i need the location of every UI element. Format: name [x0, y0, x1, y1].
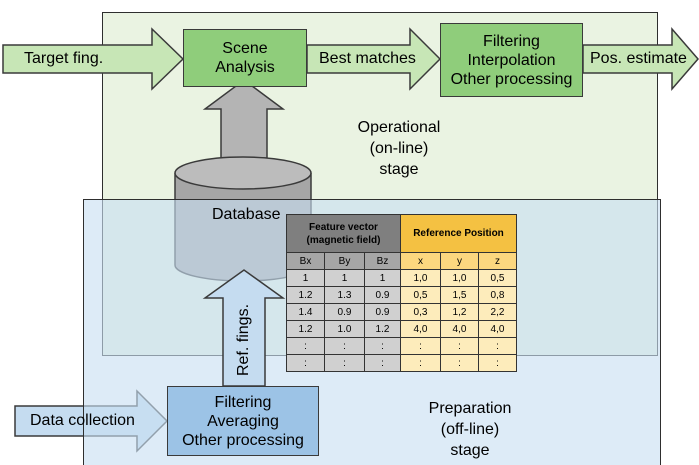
table-cell: :	[440, 337, 479, 355]
table-cell: 1	[324, 269, 365, 287]
column-header: By	[324, 252, 365, 270]
table-cell: 1.3	[324, 286, 365, 304]
operational-stage-label: Operational (on-line) stage	[357, 119, 441, 178]
table-row: : : : : : :	[286, 337, 517, 355]
reference-fingerprints-arrow	[202, 269, 286, 387]
data-collection-label: Data collection	[30, 412, 135, 429]
best-matches-label: Best matches	[319, 50, 416, 67]
reference-fingerprints-label: Ref. fings.	[235, 303, 252, 377]
table-cell: :	[324, 337, 365, 355]
table-row: 1.4 0.9 0.9 0,3 1,2 2,2	[286, 303, 517, 321]
table-row: 1.2 1.0 1.2 4,0 4,0 4,0	[286, 320, 517, 338]
database-to-scene-arrow	[202, 79, 286, 159]
table-cell: 1	[364, 269, 401, 287]
table-cell: :	[286, 337, 325, 355]
table-cell: 1.0	[324, 320, 365, 338]
table-cell: 1.2	[286, 286, 325, 304]
table-cell: 2,2	[478, 303, 517, 321]
table-cell: 0,8	[478, 286, 517, 304]
table-cell: 1.4	[286, 303, 325, 321]
table-cell: 0,5	[478, 269, 517, 287]
fingerprint-reference-table: Feature vector (magnetic field) Referenc…	[286, 214, 517, 372]
table-cell: :	[478, 354, 517, 372]
table-cell: 0.9	[324, 303, 365, 321]
table-row: 1.2 1.3 0.9 0,5 1,5 0,8	[286, 286, 517, 304]
feature-vector-header: Feature vector (magnetic field)	[286, 214, 401, 253]
table-cell: 1	[286, 269, 325, 287]
table-cell: 1,5	[440, 286, 479, 304]
table-cell: :	[440, 354, 479, 372]
table-cell: 1,0	[440, 269, 479, 287]
column-header: Bz	[364, 252, 401, 270]
table-cell: 1.2	[286, 320, 325, 338]
column-header: z	[478, 252, 517, 270]
reference-position-header: Reference Position	[400, 214, 517, 253]
table-row: : : : : : :	[286, 354, 517, 372]
table-cell: :	[324, 354, 365, 372]
position-estimate-label: Pos. estimate	[590, 50, 687, 67]
column-header: x	[400, 252, 441, 270]
pre-processing-block: Filtering Averaging Other processing	[167, 386, 319, 456]
table-cell: :	[478, 337, 517, 355]
table-cell: :	[364, 354, 401, 372]
table-row: 1 1 1 1,0 1,0 0,5	[286, 269, 517, 287]
table-cell: 1,0	[400, 269, 441, 287]
target-fingerprint-label: Target fing.	[24, 50, 104, 67]
target-fingerprint-arrow	[2, 27, 185, 91]
preparation-stage-label: Preparation (off-line) stage	[428, 400, 512, 459]
database-label: Database	[212, 206, 281, 223]
table-cell: 1.2	[364, 320, 401, 338]
position-estimate-arrow	[582, 26, 699, 92]
table-cell: 0.9	[364, 286, 401, 304]
table-cell: 4,0	[440, 320, 479, 338]
scene-analysis-block: Scene Analysis	[183, 29, 307, 87]
column-header: y	[440, 252, 479, 270]
post-filtering-block: Filtering Interpolation Other processing	[440, 23, 583, 97]
table-cell: 1,2	[440, 303, 479, 321]
column-header: Bx	[286, 252, 325, 270]
table-cell: :	[286, 354, 325, 372]
table-cell: :	[400, 354, 441, 372]
table-cell: 0.9	[364, 303, 401, 321]
table-cell: 4,0	[400, 320, 441, 338]
table-cell: :	[364, 337, 401, 355]
table-cell: 0,5	[400, 286, 441, 304]
table-cell: 4,0	[478, 320, 517, 338]
best-matches-arrow	[306, 27, 442, 91]
table-cell: 0,3	[400, 303, 441, 321]
table-cell: :	[400, 337, 441, 355]
